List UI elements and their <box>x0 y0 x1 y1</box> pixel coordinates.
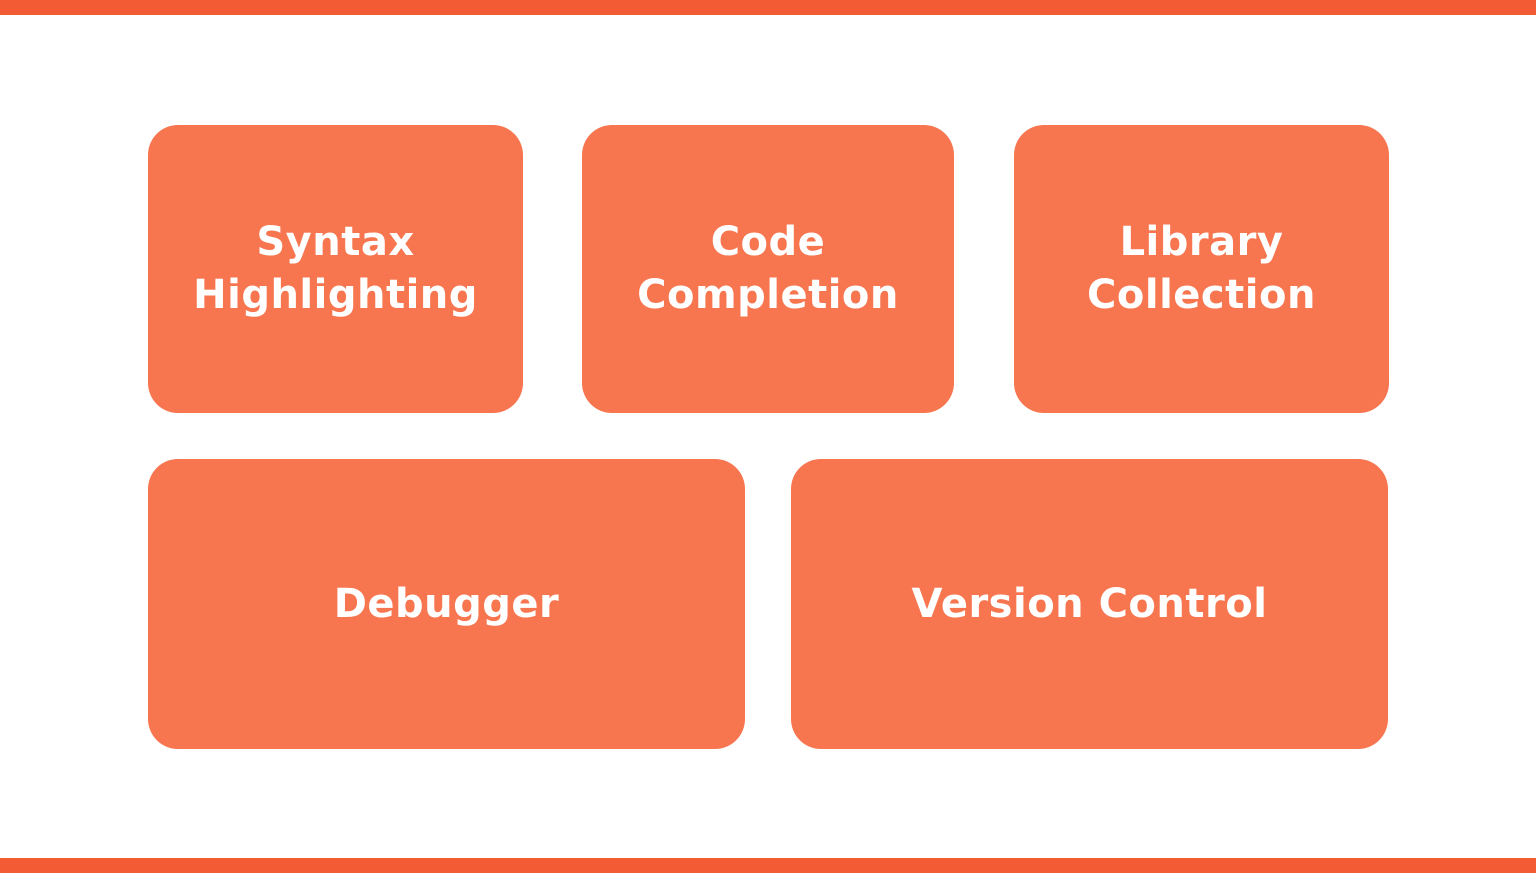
card-debugger: Debugger <box>148 459 745 749</box>
card-label: Debugger <box>333 580 560 627</box>
top-accent-bar <box>0 0 1536 15</box>
card-library-collection: Library Collection <box>1014 125 1389 413</box>
bottom-accent-bar <box>0 858 1536 873</box>
card-code-completion: Code Completion <box>582 125 954 413</box>
card-label: Syntax Highlighting <box>193 219 478 318</box>
card-label: Code Completion <box>637 219 899 318</box>
card-label: Library Collection <box>1087 219 1316 318</box>
card-version-control: Version Control <box>791 459 1388 749</box>
card-syntax-highlighting: Syntax Highlighting <box>148 125 523 413</box>
card-label: Version Control <box>911 580 1268 627</box>
